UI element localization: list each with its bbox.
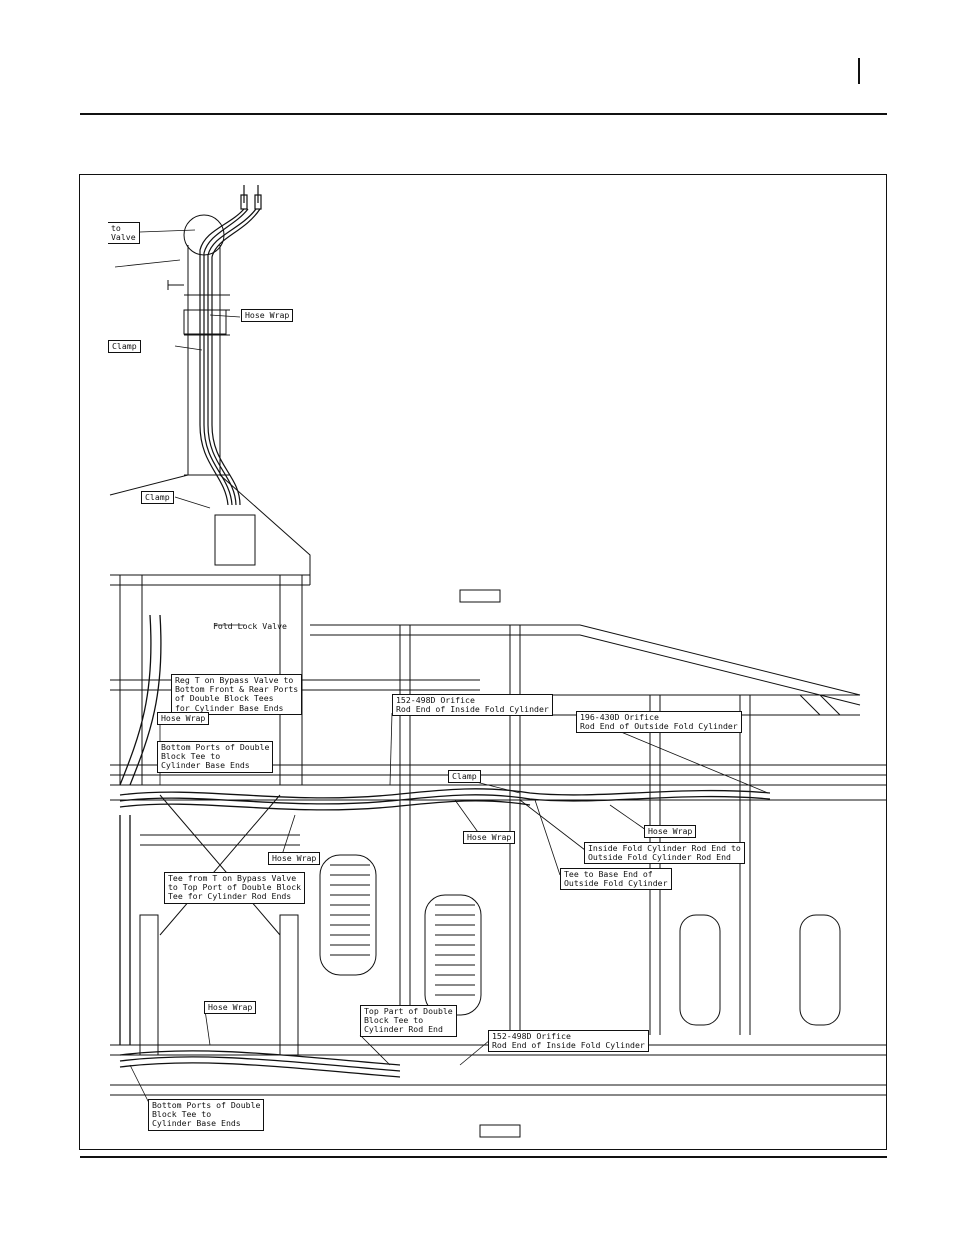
- label-bottom-ports-upper: Bottom Ports of Double Block Tee to Cyli…: [157, 741, 274, 773]
- label-tee-to-base-outside: Tee to Base End of Outside Fold Cylinder: [560, 868, 672, 891]
- label-fold-lock-valve: Fold Lock Valve: [213, 621, 287, 631]
- label-reg-t-bypass: Reg T on Bypass Valve to Bottom Front & …: [171, 674, 303, 715]
- label-hose-wrap-lower: Hose Wrap: [204, 1001, 257, 1015]
- label-inside-to-outside-rod: Inside Fold Cylinder Rod End to Outside …: [584, 842, 745, 865]
- label-hose-wrap-right: Hose Wrap: [644, 825, 697, 839]
- hydraulic-lines: [119, 614, 771, 1078]
- label-orifice-outside: 196-430D Orifice Rod End of Outside Fold…: [576, 711, 742, 734]
- wheels: [319, 854, 841, 1026]
- label-hose-wrap-center: Hose Wrap: [463, 831, 516, 845]
- hose-bundle-tongue: [199, 185, 262, 506]
- label-hose-wrap-mid2: Hose Wrap: [268, 852, 321, 866]
- label-hose-wrap-left-mid: Hose Wrap: [157, 712, 210, 726]
- footer-rule: [80, 1156, 887, 1158]
- label-clamp-upper: Clamp: [108, 340, 141, 354]
- header-page-marker: [858, 58, 860, 84]
- frame-upper: [110, 574, 886, 1138]
- label-tee-from-t-bypass: Tee from T on Bypass Valve to Top Port o…: [164, 872, 306, 904]
- label-top-part-double-block: Top Part of Double Block Tee to Cylinder…: [360, 1005, 457, 1037]
- header-rule: [80, 113, 887, 115]
- leader-lines: [114, 229, 769, 1106]
- label-orifice-inside-top: 152-498D Orifice Rod End of Inside Fold …: [392, 694, 553, 717]
- label-hose-wrap-top: Hose Wrap: [241, 309, 294, 323]
- hydraulic-drawing: [109, 185, 886, 1138]
- hitch-tongue: [109, 214, 311, 585]
- label-bottom-ports-lower: Bottom Ports of Double Block Tee to Cyli…: [148, 1099, 265, 1131]
- hydraulic-diagram-frame: to Valve Hose Wrap Clamp Clamp Fold Lock…: [79, 174, 887, 1150]
- label-to-valve: to Valve: [108, 222, 140, 245]
- label-clamp-center: Clamp: [448, 770, 481, 784]
- label-orifice-inside-bottom: 152-498D Orifice Rod End of Inside Fold …: [488, 1030, 649, 1053]
- label-clamp-lower: Clamp: [141, 491, 174, 505]
